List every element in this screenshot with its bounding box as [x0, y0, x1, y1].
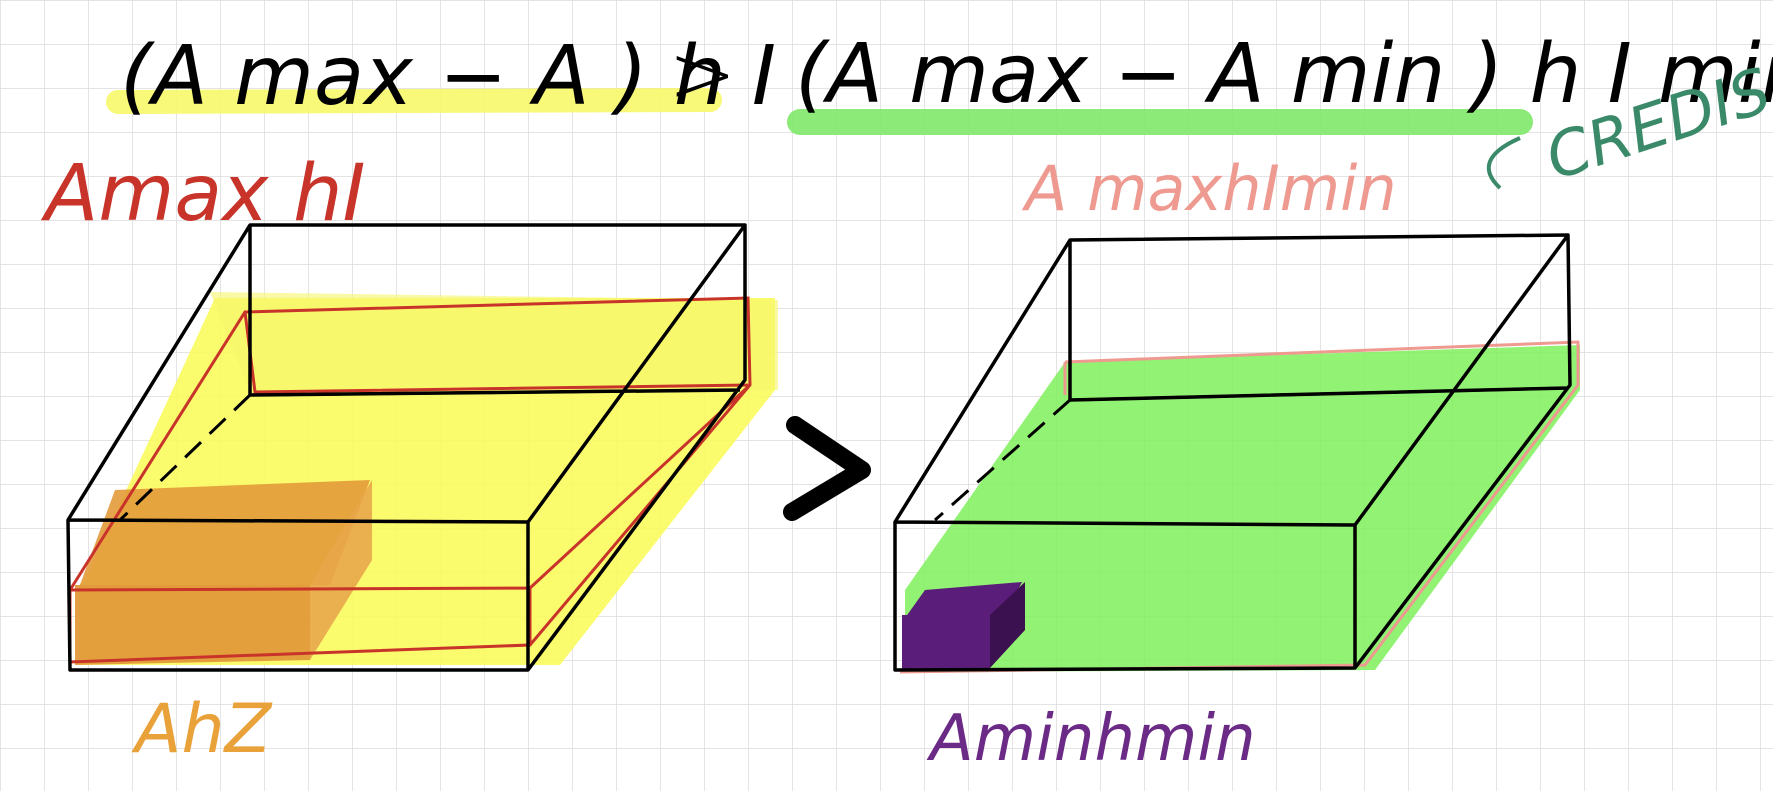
- right-box: [893, 233, 1580, 674]
- left-top-label: Amax hI: [40, 149, 366, 239]
- left-orange-block: [75, 480, 372, 665]
- middle-greater-than: [783, 416, 871, 521]
- orange-block-side: [310, 480, 372, 660]
- purple-block-front: [902, 615, 990, 672]
- right-bottom-label: Aminhmin: [926, 702, 1256, 776]
- left-box-hidden-edges: [118, 225, 741, 522]
- right-top-label: A maxhImin: [1021, 152, 1397, 225]
- right-box-hidden-edges: [934, 240, 1569, 522]
- left-box: [66, 223, 778, 672]
- right-purple-block: [902, 582, 1025, 672]
- left-term-highlight: [106, 88, 722, 114]
- equation-left-term: (A max − A ) h I: [120, 29, 776, 124]
- orange-block-top: [78, 480, 370, 590]
- equation-right-term: (A max − A min ) h I min: [795, 27, 1773, 122]
- credits-paren: [1486, 136, 1521, 190]
- purple-block-side: [990, 582, 1025, 668]
- left-bottom-label: AhZ: [131, 690, 273, 769]
- left-box-fill-top: [210, 292, 778, 392]
- right-box-fill: [905, 345, 1580, 672]
- left-water-outline: [68, 296, 752, 664]
- orange-block-front: [75, 585, 310, 665]
- purple-block-top: [905, 582, 1022, 618]
- equation-comparison: >: [668, 27, 737, 122]
